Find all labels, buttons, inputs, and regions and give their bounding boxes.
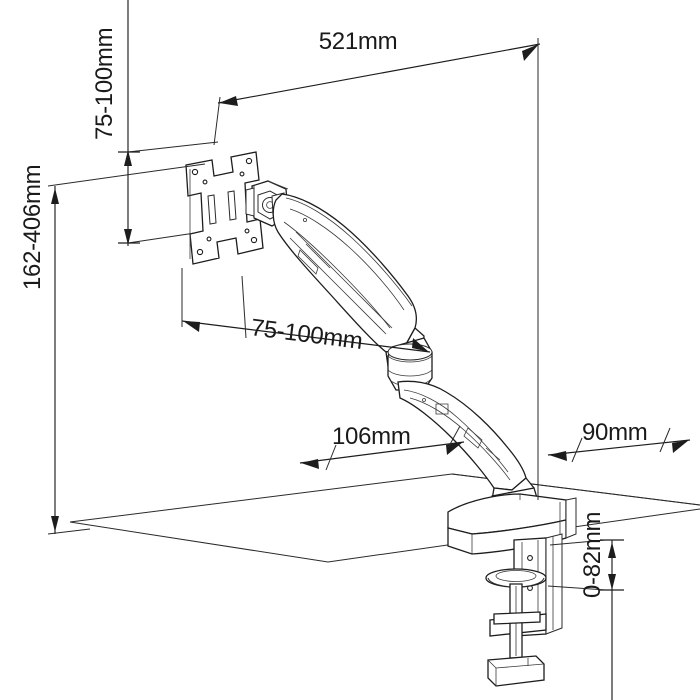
dimension-label-clamp-range: 0-82mm — [579, 512, 606, 598]
dimension-label-vesa-horizontal: 75-100mm — [249, 314, 364, 355]
dimension-label-height-range: 162-406mm — [19, 165, 46, 290]
dimension-height-range: 162-406mm — [19, 163, 206, 535]
dimension-clamp-range: 0-82mm — [547, 512, 624, 700]
dimension-label-reach-total: 521mm — [319, 28, 398, 55]
vesa-mounting-plate — [185, 151, 264, 265]
dimension-base-front-offset: 106mm — [299, 423, 465, 471]
dimension-vesa-vertical: 75-100mm — [91, 0, 219, 246]
dimension-base-rear-offset: 90mm — [547, 419, 691, 463]
dimension-label-base-front-offset: 106mm — [332, 423, 411, 450]
dimension-reach-total: 521mm — [213, 28, 541, 500]
dimension-label-base-rear-offset: 90mm — [582, 419, 647, 446]
clamp-screw-knob — [485, 568, 547, 687]
lower-arm — [397, 380, 535, 511]
dimension-label-vesa-vertical: 75-100mm — [91, 28, 118, 140]
desk-base-housing — [447, 493, 577, 555]
